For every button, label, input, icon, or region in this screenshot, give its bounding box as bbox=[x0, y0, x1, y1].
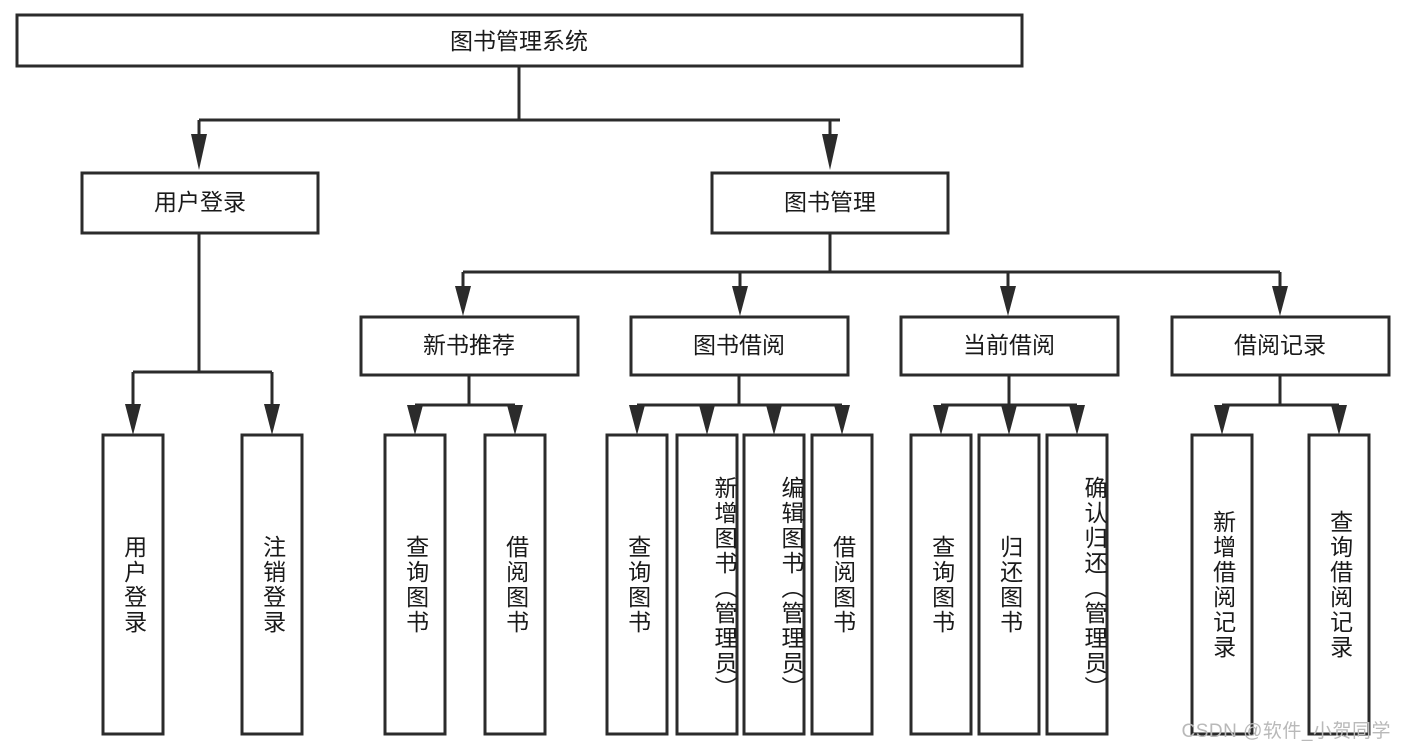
node-borrow-record[interactable]: 借阅记录 bbox=[1170, 315, 1391, 377]
leaf-box-user-login-0[interactable] bbox=[101, 433, 165, 736]
arrow-head-bb-4 bbox=[834, 405, 850, 435]
node-user-login-box[interactable] bbox=[80, 171, 320, 235]
node-new-book[interactable]: 新书推荐 bbox=[359, 315, 580, 377]
node-current-borrow[interactable]: 当前借阅 bbox=[899, 315, 1120, 377]
leaf-box-new-book-0[interactable] bbox=[383, 433, 447, 736]
node-user-login[interactable]: 用户登录 bbox=[80, 171, 320, 235]
connector-group-new-book bbox=[407, 375, 523, 435]
arrow-head-cb-1 bbox=[933, 405, 949, 435]
leaf-box-current-borrow-1[interactable] bbox=[977, 433, 1041, 736]
node-book-borrow-box[interactable] bbox=[629, 315, 850, 377]
leaf-group-book-borrow bbox=[605, 433, 874, 736]
leaf-box-borrow-record-1[interactable] bbox=[1307, 433, 1371, 736]
arrow-head-cb-2 bbox=[1001, 405, 1017, 435]
leaf-box-book-borrow-0[interactable] bbox=[605, 433, 669, 736]
arrow-head-bm-2 bbox=[732, 286, 748, 316]
leaf-box-book-borrow-1[interactable] bbox=[675, 433, 739, 736]
arrow-head-bm-4 bbox=[1272, 286, 1288, 316]
node-book-manage[interactable]: 图书管理 bbox=[710, 171, 950, 235]
arrow-head-root-2 bbox=[822, 134, 838, 170]
arrow-head-cb-3 bbox=[1069, 405, 1085, 435]
node-root-label: 图书管理系统 bbox=[450, 28, 588, 54]
leaf-group-user-login bbox=[101, 433, 304, 736]
leaf-box-user-login-1[interactable] bbox=[240, 433, 304, 736]
arrow-head-ul-2 bbox=[264, 404, 280, 435]
arrow-head-bm-3 bbox=[1000, 286, 1016, 316]
arrow-head-bb-1 bbox=[629, 405, 645, 435]
leaf-group-new-book bbox=[383, 433, 547, 736]
node-user-login-label: 用户登录 bbox=[154, 189, 246, 215]
leaf-group-current-borrow bbox=[909, 433, 1109, 736]
node-borrow-record-box[interactable] bbox=[1170, 315, 1391, 377]
node-root-box[interactable] bbox=[15, 13, 1024, 68]
arrow-head-nb-1 bbox=[407, 405, 423, 435]
arrow-head-root-1 bbox=[191, 134, 207, 170]
arrow-head-bb-2 bbox=[699, 405, 715, 435]
node-borrow-record-label: 借阅记录 bbox=[1234, 332, 1326, 358]
node-new-book-box[interactable] bbox=[359, 315, 580, 377]
connector-group-book-manage bbox=[455, 233, 1288, 316]
node-new-book-label: 新书推荐 bbox=[423, 332, 515, 358]
arrow-head-br-2 bbox=[1331, 405, 1347, 435]
node-book-manage-label: 图书管理 bbox=[784, 189, 876, 215]
leaf-box-current-borrow-2[interactable] bbox=[1045, 433, 1109, 736]
leaf-box-book-borrow-3[interactable] bbox=[810, 433, 874, 736]
node-book-manage-box[interactable] bbox=[710, 171, 950, 235]
node-current-borrow-box[interactable] bbox=[899, 315, 1120, 377]
leaf-box-borrow-record-0[interactable] bbox=[1190, 433, 1254, 736]
connector-group-book-borrow bbox=[629, 375, 850, 435]
leaf-box-current-borrow-0[interactable] bbox=[909, 433, 973, 736]
leaf-group-borrow-record bbox=[1190, 433, 1371, 736]
node-book-borrow-label: 图书借阅 bbox=[693, 332, 785, 358]
connector-group-borrow-record bbox=[1214, 375, 1347, 435]
node-current-borrow-label: 当前借阅 bbox=[963, 332, 1055, 358]
connector-group-current-borrow bbox=[933, 375, 1085, 435]
leaf-box-new-book-1[interactable] bbox=[483, 433, 547, 736]
leaf-box-book-borrow-2[interactable] bbox=[742, 433, 806, 736]
arrow-head-ul-1 bbox=[125, 404, 141, 435]
node-root[interactable]: 图书管理系统 bbox=[15, 13, 1024, 68]
connector-group-user-login bbox=[125, 233, 280, 435]
node-book-borrow[interactable]: 图书借阅 bbox=[629, 315, 850, 377]
arrow-head-bm-1 bbox=[455, 286, 471, 316]
arrow-head-bb-3 bbox=[766, 405, 782, 435]
arrow-head-nb-2 bbox=[507, 405, 523, 435]
arrow-head-br-1 bbox=[1214, 405, 1230, 435]
connector-group-root bbox=[191, 66, 840, 170]
